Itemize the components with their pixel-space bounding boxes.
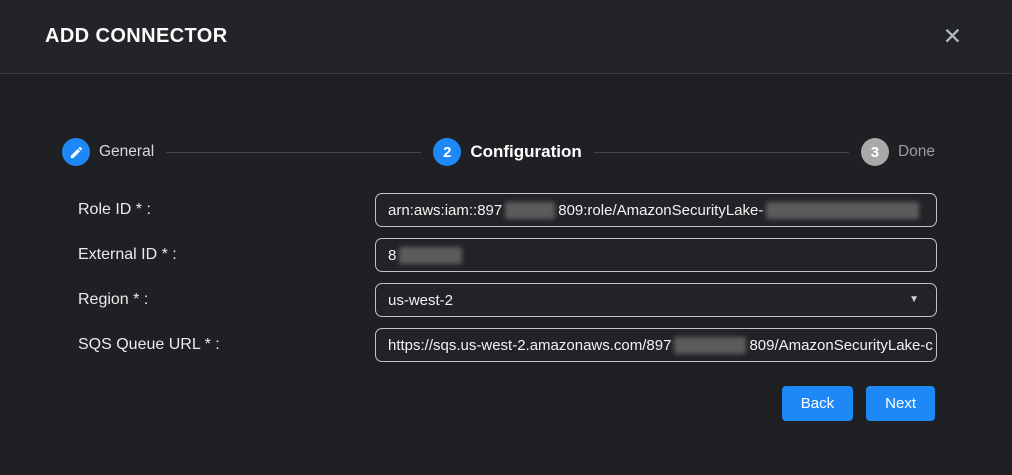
back-button[interactable]: Back <box>781 386 854 421</box>
role-id-label: Role ID * : <box>78 201 151 218</box>
step-done-label: Done <box>897 143 936 160</box>
role-id-input[interactable]: arn:aws:iam::897 809:role/AmazonSecurity… <box>375 193 937 227</box>
region-dropdown[interactable]: us-west-2 ▼ <box>375 283 937 317</box>
redacted-value <box>766 201 920 219</box>
sqs-queue-url-label: SQS Queue URL * : <box>78 336 220 353</box>
pencil-icon <box>69 145 84 160</box>
step-configuration: 2 Configuration <box>433 138 582 166</box>
dialog-title: ADD CONNECTOR <box>45 25 228 47</box>
step-general-label: General <box>99 143 155 160</box>
stepper-connector-line <box>166 151 422 153</box>
step-done-indicator: 3 <box>860 138 889 166</box>
step-general-indicator <box>62 138 90 166</box>
redacted-value <box>505 201 556 219</box>
step-done: 3 Done <box>860 138 936 166</box>
sqs-queue-url-input[interactable]: https://sqs.us-west-2.amazonaws.com/897 … <box>375 328 937 362</box>
next-button[interactable]: Next <box>866 386 935 421</box>
sqs-url-value-part1: https://sqs.us-west-2.amazonaws.com/897 <box>388 336 672 354</box>
configuration-form: Role ID * : arn:aws:iam::897 809:role/Am… <box>78 193 937 373</box>
step-configuration-label: Configuration <box>470 142 582 161</box>
dialog-header: ADD CONNECTOR ✕ <box>0 0 1012 74</box>
region-label: Region * : <box>78 291 149 308</box>
step-configuration-indicator: 2 <box>433 138 462 166</box>
step-general: General <box>62 138 154 166</box>
form-row-external-id: External ID * : 8 <box>78 238 937 272</box>
external-id-label: External ID * : <box>78 246 177 263</box>
close-icon[interactable]: ✕ <box>937 21 968 52</box>
role-id-value-part2: 809:role/AmazonSecurityLake- <box>558 201 764 219</box>
region-selected-value: us-west-2 <box>388 291 454 309</box>
redacted-value <box>399 246 463 264</box>
external-id-input[interactable]: 8 <box>375 238 937 272</box>
form-row-sqs-queue-url: SQS Queue URL * : https://sqs.us-west-2.… <box>78 328 937 362</box>
chevron-down-icon: ▼ <box>909 294 919 305</box>
redacted-value <box>674 336 747 354</box>
dialog-actions: Back Next <box>0 386 935 421</box>
form-row-role-id: Role ID * : arn:aws:iam::897 809:role/Am… <box>78 193 937 227</box>
form-row-region: Region * : us-west-2 ▼ <box>78 283 937 317</box>
external-id-value-part1: 8 <box>388 246 397 264</box>
role-id-value-part1: arn:aws:iam::897 <box>388 201 503 219</box>
stepper: General 2 Configuration 3 Done <box>62 138 935 166</box>
sqs-url-value-part2: 809/AmazonSecurityLake-c <box>749 336 933 354</box>
stepper-connector-line <box>593 151 849 153</box>
